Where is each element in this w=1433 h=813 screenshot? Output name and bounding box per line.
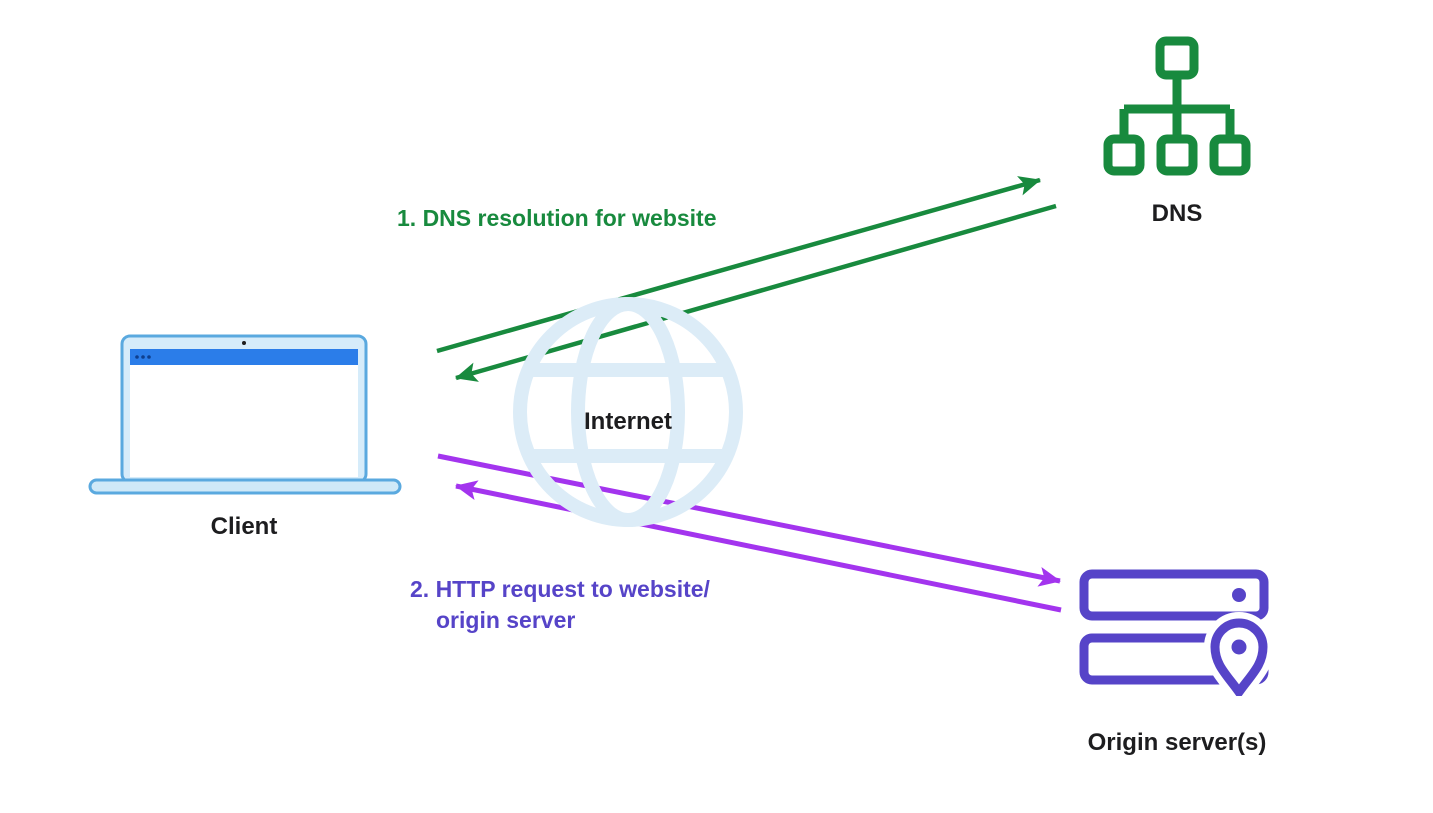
location-pin-icon <box>1210 618 1268 696</box>
server-top <box>1079 569 1269 621</box>
laptop-screen-content <box>130 365 358 477</box>
server-led-dot <box>1232 588 1246 602</box>
step2-http-request-label: 2. HTTP request to website/ origin serve… <box>410 574 710 636</box>
globe-icon <box>513 297 743 527</box>
step1-dns-resolution-label: 1. DNS resolution for website <box>397 205 717 231</box>
origin-server-label: Origin server(s) <box>1087 729 1267 756</box>
laptop-base <box>88 478 402 495</box>
http-response-arrow <box>455 480 1062 613</box>
dns-tree-icon <box>1103 36 1251 176</box>
client-label: Client <box>210 513 278 540</box>
dns-label: DNS <box>1151 200 1203 227</box>
internet-label: Internet <box>583 408 673 435</box>
location-pin-dot <box>1231 639 1247 655</box>
step2-label-line2: origin server <box>436 607 576 633</box>
dns-request-arrow <box>436 176 1041 354</box>
laptop-icon <box>88 334 402 495</box>
laptop-camera-dot <box>242 341 246 345</box>
laptop-titlebar <box>130 349 358 365</box>
step2-label-line1: 2. HTTP request to website/ <box>410 576 710 602</box>
server-stack-icon <box>1079 569 1275 696</box>
dns-response-arrow <box>455 203 1057 382</box>
